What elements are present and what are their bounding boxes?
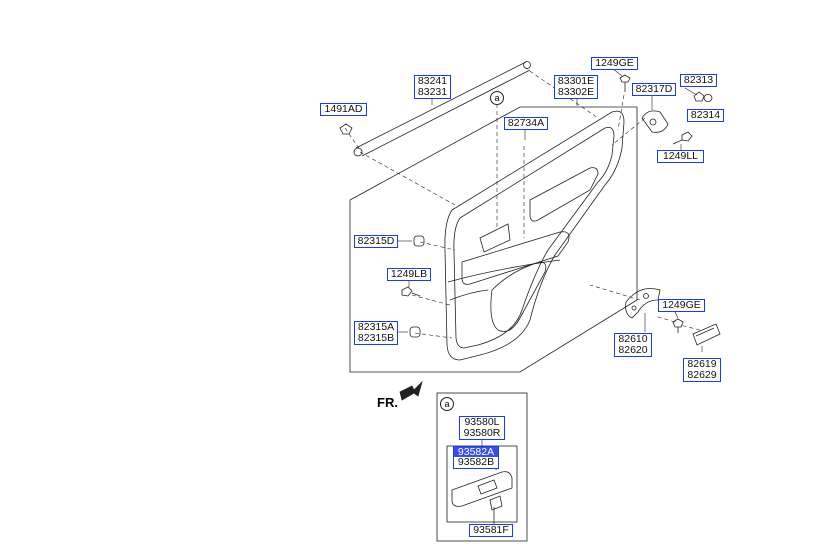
- part-label-82619[interactable]: 82619 82629: [683, 358, 721, 382]
- part-label-82315D[interactable]: 82315D: [354, 235, 398, 248]
- detail-box: [436, 392, 528, 542]
- part-label-1491AD[interactable]: 1491AD: [320, 103, 367, 116]
- part-label-83241[interactable]: 83241 83231: [414, 75, 451, 99]
- screw-1249LB: [401, 286, 421, 297]
- screw-1249LL: [672, 131, 693, 145]
- pad-82315D: [413, 235, 425, 247]
- cover-82619: [692, 323, 721, 346]
- part-label-1249LL[interactable]: 1249LL: [657, 150, 704, 163]
- detail-a-marker: a: [440, 397, 454, 411]
- part-label-82314[interactable]: 82314: [687, 109, 724, 122]
- part-label-82610[interactable]: 82610 82620: [614, 333, 652, 357]
- pad-82315A: [409, 326, 421, 338]
- weatherstrip-part: [353, 61, 531, 157]
- clip-1491AD: [339, 123, 353, 135]
- screw-1249GE-mid: [672, 318, 684, 333]
- power-window-switch: [451, 463, 513, 524]
- front-arrow: [399, 380, 423, 401]
- part-label-82313[interactable]: 82313: [680, 74, 717, 87]
- assembly-frame: [349, 106, 638, 373]
- part-label-82734A[interactable]: 82734A: [504, 117, 548, 130]
- part-label-83301E[interactable]: 83301E 83302E: [554, 75, 598, 99]
- callout-a-marker: a: [490, 91, 504, 105]
- part-label-1249GE-top[interactable]: 1249GE: [591, 57, 638, 70]
- bracket-82317D: [641, 110, 669, 133]
- part-label-82315A[interactable]: 82315A 82315B: [354, 321, 398, 345]
- door-trim-panel: [444, 110, 625, 361]
- part-label-93581F[interactable]: 93581F: [469, 524, 513, 537]
- part-label-93582B[interactable]: 93582B: [453, 457, 499, 469]
- clip-82314: [703, 94, 713, 102]
- part-label-82317D[interactable]: 82317D: [632, 83, 676, 96]
- part-label-1249LB[interactable]: 1249LB: [387, 268, 431, 281]
- screw-1249GE-top: [619, 74, 631, 92]
- handle-82610: [625, 288, 661, 319]
- clip-82313: [693, 91, 705, 102]
- front-indicator: FR.: [377, 395, 398, 410]
- part-label-93580L[interactable]: 93580L 93580R: [459, 416, 505, 440]
- part-label-1249GE-mid[interactable]: 1249GE: [658, 299, 705, 312]
